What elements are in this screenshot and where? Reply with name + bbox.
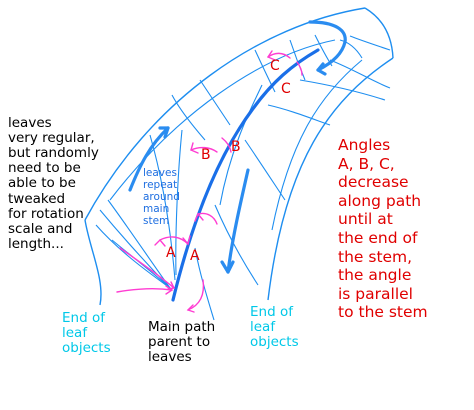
angle-label-b: B bbox=[201, 147, 211, 163]
main-stem-path bbox=[171, 48, 320, 302]
angle-label-a: A bbox=[166, 245, 176, 261]
leaf-outline-bottom bbox=[84, 219, 102, 306]
leaf-contour bbox=[271, 59, 363, 231]
leaf-contour bbox=[109, 39, 336, 201]
leaf-outline-inner bbox=[267, 57, 394, 301]
angle-label-c: C bbox=[270, 58, 280, 74]
direction-arrows bbox=[128, 20, 347, 274]
note-end-leaf-right: End of leaf objects bbox=[250, 304, 299, 351]
note-leaves-regular: leaves very regular, but randomly need t… bbox=[8, 115, 99, 252]
leaf-outline-outer bbox=[84, 7, 366, 221]
angle-label-a: A bbox=[190, 248, 200, 264]
angle-label-c: C bbox=[281, 81, 291, 97]
leaf-contour bbox=[339, 39, 363, 59]
leaf-outline-top bbox=[364, 7, 394, 59]
angle-marks bbox=[116, 50, 303, 313]
note-leaves-repeat: leaves repeat around main stem bbox=[143, 167, 180, 228]
leaf-veins bbox=[95, 34, 333, 289]
note-angles-decrease: Angles A, B, C, decrease along path unti… bbox=[338, 136, 428, 322]
note-main-path: Main path parent to leaves bbox=[148, 319, 216, 366]
note-end-leaf-left: End of leaf objects bbox=[62, 310, 111, 357]
angle-label-b: B bbox=[231, 139, 241, 155]
leaf-veins bbox=[194, 35, 391, 321]
